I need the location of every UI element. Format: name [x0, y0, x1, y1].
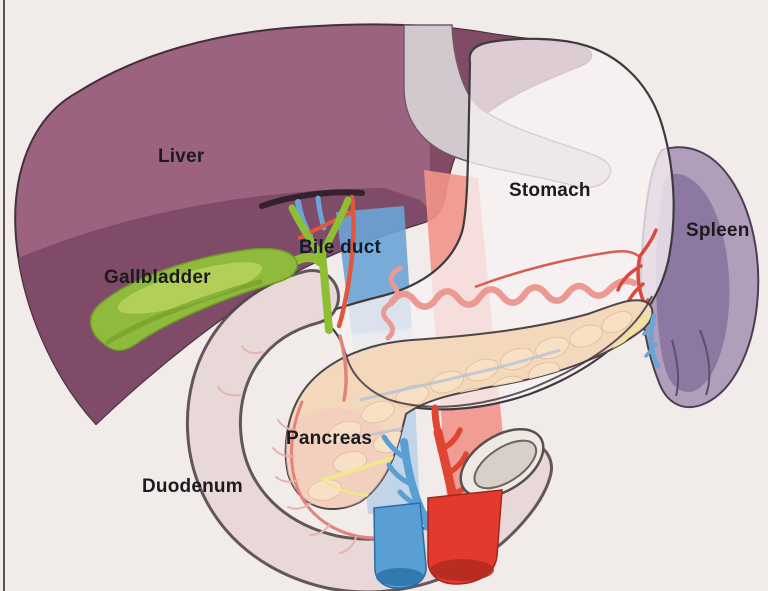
- vessel-twig: [339, 536, 357, 554]
- bile-ducts: [288, 196, 352, 334]
- spleen-inner: [655, 173, 730, 393]
- gastroduodenal-artery: [338, 334, 348, 402]
- gallbladder-shape: [90, 247, 298, 352]
- vessel-twig: [277, 419, 297, 431]
- splenic-artery-line: [474, 250, 642, 289]
- sma-stub: [431, 404, 442, 436]
- label-pancreas: Pancreas: [286, 428, 373, 449]
- gallbladder-highlight: [117, 262, 263, 314]
- splenic-vein-branch: [642, 322, 656, 336]
- smv-branch: [386, 462, 414, 487]
- splenic-vein-trunk: [648, 313, 661, 369]
- splenic-artery-hilum-branches: [616, 228, 658, 332]
- right-hepatic-duct: [318, 196, 352, 258]
- left-border-line: [3, 0, 5, 591]
- duodenum-lumen: [188, 272, 550, 591]
- label-bile-duct: Bile duct: [299, 237, 382, 258]
- great-vessel-tubes: [373, 489, 503, 589]
- spleen-crease-lines: [671, 329, 711, 397]
- sma-branch: [443, 451, 469, 477]
- gastroepiploic-vessels: [381, 228, 658, 341]
- smv-trunk: [400, 438, 432, 531]
- biliary-system: [90, 189, 365, 352]
- gastroepiploic-wavy-vessel: [387, 277, 638, 310]
- left-hepatic-duct: [288, 204, 324, 258]
- porta-hepatis-fissure: [259, 189, 365, 209]
- splenic-vein: [642, 313, 661, 369]
- aorta-tube-rim: [430, 559, 494, 581]
- label-gallbladder: Gallbladder: [104, 267, 211, 288]
- lobule: [569, 324, 603, 348]
- gallbladder-underside-shade: [105, 279, 263, 345]
- duodenum-shape: [185, 269, 553, 591]
- lobule: [361, 400, 395, 424]
- label-liver: Liver: [158, 146, 205, 167]
- vessel-twig: [309, 523, 331, 536]
- vessel-twig: [272, 447, 295, 458]
- vessel-twig: [217, 386, 241, 397]
- vessel-twig: [241, 345, 263, 355]
- vessel-twig: [287, 503, 311, 510]
- vena-cava-tube-rim: [376, 568, 424, 586]
- label-spleen: Spleen: [686, 220, 750, 241]
- hepatic-artery-descending: [336, 194, 356, 329]
- cut-bowel-cross-section: [459, 427, 545, 499]
- cut-bowel-inner: [473, 439, 538, 490]
- stomach-curvature-overlay-outline: [345, 295, 653, 408]
- splenic-vein-branch: [644, 342, 658, 358]
- pyloric-vessel-squiggle: [381, 265, 403, 341]
- label-stomach: Stomach: [509, 180, 591, 201]
- pancreas-head-tint: [285, 408, 393, 508]
- sma-branch: [437, 427, 463, 453]
- streak: [359, 348, 561, 402]
- vessel-twig: [275, 476, 299, 483]
- label-duodenum: Duodenum: [142, 476, 243, 497]
- lobule: [601, 311, 633, 333]
- smv-branch: [381, 434, 408, 461]
